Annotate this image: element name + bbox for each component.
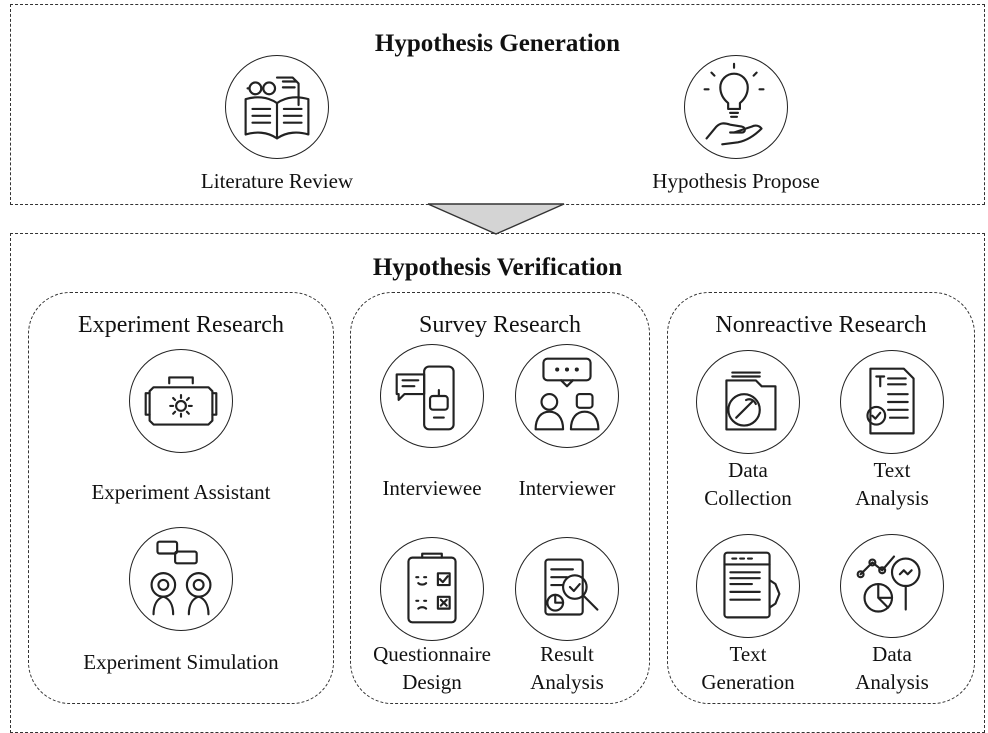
data-analysis-label: Data Analysis	[817, 640, 967, 696]
clipboard-check-icon	[380, 537, 484, 641]
experiment-simulation-label: Experiment Simulation	[83, 650, 279, 674]
survey-research-panel	[350, 292, 650, 704]
hypothesis-verification-title: Hypothesis Verification	[372, 254, 623, 281]
toolbox-gear-icon	[129, 349, 233, 453]
chart-magnifier-icon	[840, 534, 944, 638]
data-analysis-line-2: Analysis	[855, 670, 929, 694]
document-check-icon	[840, 350, 944, 454]
experiment-assistant-label: Experiment Assistant	[91, 480, 271, 504]
data-collection-label: Data Collection	[673, 456, 823, 512]
data-collection-line-2: Collection	[704, 486, 792, 510]
people-chat-icon	[515, 344, 619, 448]
nonreactive-research-title: Nonreactive Research	[715, 312, 927, 338]
literature-review-label: Literature Review	[200, 169, 354, 193]
lightbulb-hand-icon	[684, 55, 788, 159]
report-magnifier-icon	[515, 537, 619, 641]
experiment-research-panel	[28, 292, 334, 704]
questionnaire-design-label: Questionnaire Design	[347, 640, 517, 696]
nonreactive-research-panel	[667, 292, 975, 704]
data-collection-line-1: Data	[728, 458, 768, 482]
book-glasses-icon	[225, 55, 329, 159]
survey-research-title: Survey Research	[419, 312, 581, 338]
text-generation-line-2: Generation	[701, 670, 795, 694]
phone-robot-icon	[380, 344, 484, 448]
experiment-research-title: Experiment Research	[78, 312, 284, 338]
folder-pickaxe-icon	[696, 350, 800, 454]
text-analysis-line-2: Analysis	[855, 486, 929, 510]
data-analysis-line-1: Data	[872, 642, 912, 666]
interviewer-label: Interviewer	[518, 476, 616, 500]
questionnaire-line-2: Design	[402, 670, 462, 694]
hypothesis-generation-title: Hypothesis Generation	[374, 30, 621, 57]
result-line-1: Result	[540, 642, 594, 666]
text-analysis-line-1: Text	[873, 458, 911, 482]
text-generation-line-1: Text	[729, 642, 767, 666]
hypothesis-propose-label: Hypothesis Propose	[652, 169, 820, 193]
interviewee-label: Interviewee	[382, 476, 482, 500]
result-analysis-label: Result Analysis	[492, 640, 642, 696]
browser-gear-icon	[696, 534, 800, 638]
people-gears-icon	[129, 527, 233, 631]
text-generation-label: Text Generation	[673, 640, 823, 696]
down-arrow-icon	[427, 203, 565, 235]
result-line-2: Analysis	[530, 670, 604, 694]
text-analysis-label: Text Analysis	[817, 456, 967, 512]
questionnaire-line-1: Questionnaire	[373, 642, 491, 666]
